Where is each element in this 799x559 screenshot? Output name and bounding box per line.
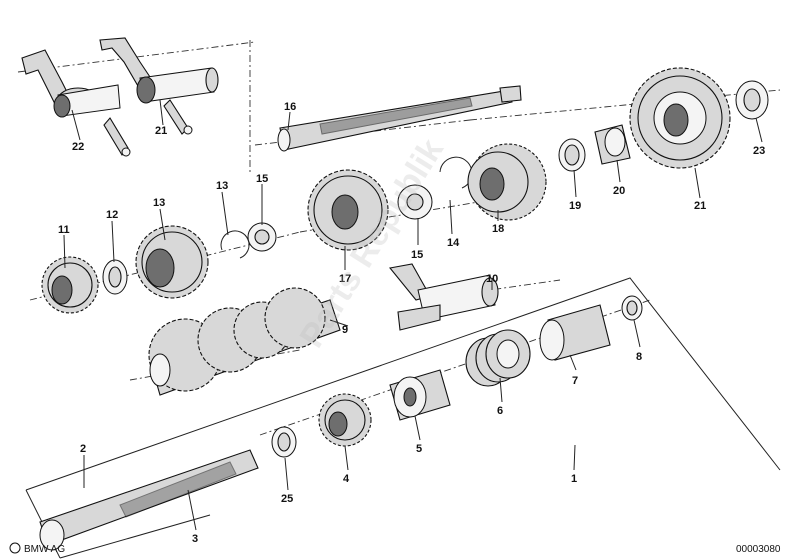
callout-10: 10 — [486, 273, 498, 285]
callout-13: 13 — [153, 197, 165, 209]
hub-5 — [389, 369, 451, 421]
callout-14-upper: 13 — [216, 180, 228, 192]
callout-16: 16 — [284, 101, 296, 113]
callout-5: 5 — [416, 443, 422, 455]
callout-3: 3 — [192, 533, 198, 545]
callout-25: 25 — [281, 493, 293, 505]
callout-1: 1 — [571, 473, 577, 485]
washer-25 — [271, 426, 297, 458]
callout-11: 11 — [58, 224, 70, 236]
callout-18: 18 — [492, 223, 504, 235]
washer-22 — [735, 80, 769, 120]
callout-14-lower: 14 — [447, 237, 460, 249]
shift-fork-23 — [99, 37, 219, 135]
shift-fork-10 — [388, 263, 499, 331]
gear-cluster-9 — [148, 287, 341, 396]
brand-label: BMW AG — [24, 544, 65, 555]
callout-8: 8 — [636, 351, 642, 363]
main-shaft-3 — [39, 449, 259, 551]
callout-2: 2 — [80, 443, 86, 455]
bush-7 — [539, 304, 611, 361]
callout-7: 7 — [572, 375, 578, 387]
callout-24: 22 — [72, 141, 84, 153]
callout-21: 21 — [694, 200, 706, 212]
callout-23: 21 — [155, 125, 167, 137]
gear-17 — [307, 169, 389, 251]
ring-19 — [558, 138, 586, 172]
callout-17: 17 — [339, 273, 351, 285]
document-id: 00003080 — [736, 544, 781, 555]
ring-12 — [102, 259, 128, 295]
shift-fork-24 — [21, 49, 131, 157]
callout-12: 12 — [106, 209, 118, 221]
ring-15-lower — [397, 184, 433, 220]
callout-20: 20 — [613, 185, 625, 197]
gear-4 — [318, 393, 372, 447]
circlip-14-upper — [220, 230, 250, 259]
footer: BMW AG 00003080 — [9, 542, 781, 555]
bmw-logo-icon — [9, 542, 21, 554]
ring-15-upper — [247, 222, 277, 252]
shaft-16 — [277, 85, 522, 152]
callout-4: 4 — [343, 473, 350, 485]
callout-15-upper: 15 — [256, 173, 268, 185]
gear-13 — [135, 225, 209, 299]
gear-11 — [41, 256, 99, 314]
callouts: 22 21 16 13 15 13 12 11 17 15 14 18 19 2… — [58, 101, 765, 545]
callout-19: 19 — [569, 200, 581, 212]
callout-15-lower: 15 — [411, 249, 423, 261]
ring-8 — [621, 295, 643, 321]
callout-22: 23 — [753, 145, 765, 157]
bush-20 — [594, 124, 631, 165]
spring-pack-6 — [465, 329, 531, 387]
leader-lines — [63, 99, 763, 531]
callout-6: 6 — [497, 405, 503, 417]
gear-21 — [629, 67, 731, 169]
callout-9: 9 — [342, 324, 348, 336]
synchro-18 — [467, 143, 547, 221]
